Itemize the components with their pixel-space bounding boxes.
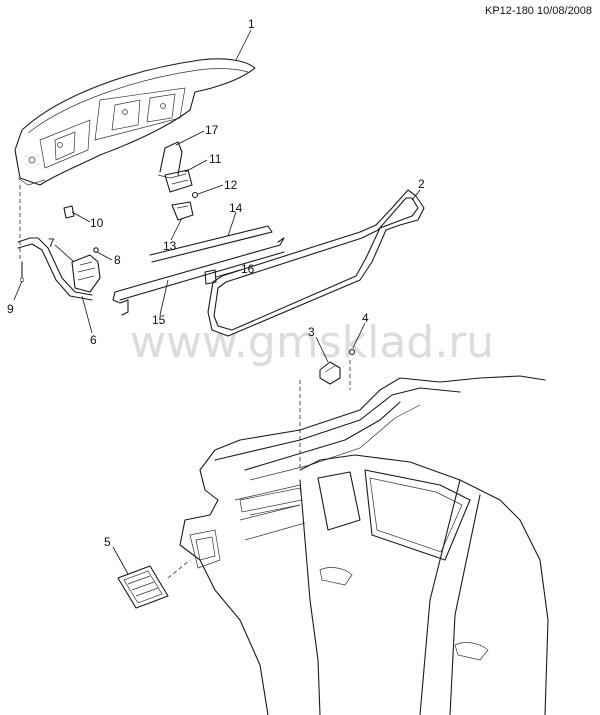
callout-15: 15 (152, 313, 166, 327)
lid-hinge (71, 254, 101, 293)
trunk-latch (164, 169, 193, 193)
torsion-rod-upper (149, 225, 273, 263)
leader-13 (170, 217, 183, 241)
leader-2 (411, 189, 421, 201)
leader-14 (227, 211, 237, 237)
callout-3: 3 (308, 325, 315, 339)
leader-10 (71, 211, 91, 223)
leader-lines (13, 29, 421, 575)
callout-12: 12 (224, 178, 238, 192)
callout-7: 7 (48, 236, 55, 250)
callout-2: 2 (418, 177, 425, 191)
diagram-reference-code: KP12-180 10/08/2008 (485, 5, 592, 17)
callout-labels: 1 2 3 4 5 6 7 8 9 10 11 12 13 14 15 16 1… (7, 17, 425, 549)
torsion-rod-lower (112, 237, 285, 316)
leader-16 (215, 269, 241, 278)
callout-9: 9 (7, 302, 14, 316)
hinge-pin (19, 261, 25, 283)
callout-13: 13 (163, 239, 177, 253)
trunk-weatherstrip (207, 189, 425, 337)
lid-latch-cable (157, 141, 183, 179)
trunk-lid (14, 58, 256, 186)
leader-17 (175, 130, 205, 146)
callout-5: 5 (104, 535, 111, 549)
callout-16: 16 (241, 262, 255, 276)
assembly-guide-valve (167, 559, 191, 579)
leader-5 (112, 546, 129, 575)
callout-8: 8 (114, 253, 121, 267)
leader-9 (13, 280, 23, 301)
watermark: www.gmsklad.ru (130, 317, 494, 368)
callout-10: 10 (90, 216, 104, 230)
leader-8 (96, 251, 113, 261)
leader-11 (184, 159, 208, 173)
leader-1 (235, 29, 252, 61)
latch-striker (171, 201, 194, 221)
lid-hinge-strap (17, 237, 93, 301)
callout-17: 17 (205, 123, 219, 137)
vehicle-body (179, 375, 549, 715)
callout-1: 1 (248, 17, 255, 31)
latch-screw (191, 191, 199, 199)
leader-12 (197, 184, 224, 195)
callout-4: 4 (362, 311, 369, 325)
bracket-screw (348, 348, 356, 356)
leader-7 (54, 244, 75, 263)
leader-3 (315, 336, 329, 363)
leader-6 (81, 295, 93, 334)
callout-6: 6 (90, 333, 97, 347)
hinge-bolt (93, 247, 99, 253)
leader-4 (352, 322, 366, 349)
callout-14: 14 (229, 201, 243, 215)
leader-15 (159, 279, 169, 316)
lid-bumper (63, 205, 75, 219)
rod-clip (204, 269, 217, 285)
callout-11: 11 (209, 152, 222, 166)
striker-bracket (319, 361, 341, 385)
pressure-relief-valve (117, 565, 169, 609)
